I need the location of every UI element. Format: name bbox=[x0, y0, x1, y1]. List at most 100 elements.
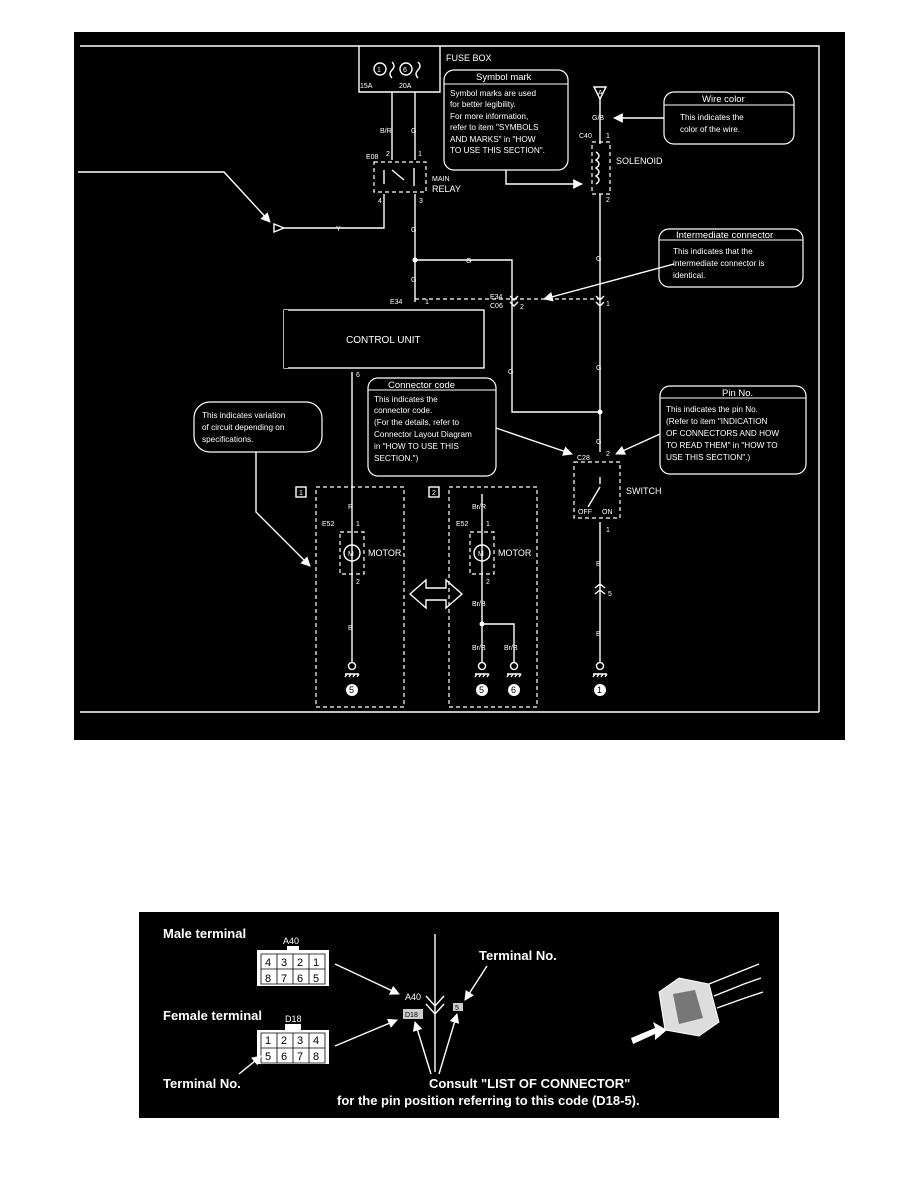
svg-text:5: 5 bbox=[313, 973, 319, 985]
svg-text:4: 4 bbox=[265, 957, 271, 969]
pin-box: 5 bbox=[455, 1005, 459, 1012]
wire-color-br: B/R bbox=[380, 128, 392, 135]
variant2-wire-left: Br/B bbox=[472, 645, 486, 652]
male-connector-code: A40 bbox=[283, 936, 299, 946]
terminal-no-bottom-label: Terminal No. bbox=[163, 1076, 241, 1091]
svg-text:For more information,: For more information, bbox=[450, 112, 528, 121]
intermediate-pin2: 2 bbox=[520, 304, 524, 311]
svg-text:of circuit depending on: of circuit depending on bbox=[202, 423, 285, 432]
male-connector: 4 3 2 1 8 7 6 5 bbox=[257, 946, 329, 986]
switch: C28 2 OFF ON SWITCH 1 B 5 B 1 bbox=[573, 451, 662, 696]
svg-text:refer to item "SYMBOLS: refer to item "SYMBOLS bbox=[450, 123, 539, 132]
variant2-wire-top: Br/R bbox=[472, 504, 486, 511]
svg-text:in "HOW TO USE THIS: in "HOW TO USE THIS bbox=[374, 442, 459, 451]
solenoid-code: C40 bbox=[579, 133, 592, 140]
relay-pin3: 3 bbox=[419, 198, 423, 205]
svg-text:This indicates that the: This indicates that the bbox=[673, 247, 753, 256]
switch-code: C28 bbox=[577, 455, 590, 462]
control-unit-label: CONTROL UNIT bbox=[346, 335, 421, 346]
solenoid-pin1: 1 bbox=[606, 133, 610, 140]
variant1-ground: 5 bbox=[349, 685, 354, 695]
callout-symbol-mark: Symbol mark Symbol marks are used for be… bbox=[443, 69, 583, 189]
svg-text:This indicates the pin No.: This indicates the pin No. bbox=[666, 405, 758, 414]
relay-label-main: MAIN bbox=[432, 176, 450, 183]
fuse1-amperage: 15A bbox=[360, 83, 373, 90]
svg-text:Symbol marks are used: Symbol marks are used bbox=[450, 89, 536, 98]
variant2-wire-right: Br/B bbox=[504, 645, 518, 652]
svg-text:7: 7 bbox=[297, 1051, 303, 1063]
svg-text:intermediate connector is: intermediate connector is bbox=[673, 259, 764, 268]
callout-variation: This indicates variation of circuit depe… bbox=[193, 401, 323, 567]
switch-label: SWITCH bbox=[626, 486, 662, 496]
callout-intermediate-connector: Intermediate connector This indicates th… bbox=[543, 228, 804, 302]
svg-text:7: 7 bbox=[281, 973, 287, 985]
wire-b-right1: B bbox=[596, 561, 601, 568]
wire-g-vertical: G bbox=[508, 369, 513, 376]
control-unit-connector-code: E34 bbox=[390, 299, 403, 306]
connector-symbol: A40 D18 5 bbox=[403, 934, 463, 1072]
fuse-box: 1 6 15A 20A FUSE BOX bbox=[358, 46, 492, 93]
variant1-pin1: 1 bbox=[356, 521, 360, 528]
callout-intermediate-title: Intermediate connector bbox=[676, 230, 773, 241]
control-unit: E34 1 CONTROL UNIT 6 bbox=[283, 299, 485, 379]
control-unit-pin6: 6 bbox=[356, 372, 360, 379]
relay-pin1: 1 bbox=[418, 151, 422, 158]
wire-color-y: Y bbox=[336, 226, 341, 233]
svg-text:Connector Layout Diagram: Connector Layout Diagram bbox=[374, 430, 472, 439]
callout-pin-no: Pin No. This indicates the pin No. (Refe… bbox=[615, 385, 807, 475]
svg-text:8: 8 bbox=[265, 973, 271, 985]
female-terminal-label: Female terminal bbox=[163, 1008, 262, 1023]
variant1-pin2: 2 bbox=[356, 579, 360, 586]
wire-color-g2: G bbox=[411, 277, 416, 284]
switch-on: ON bbox=[602, 509, 613, 516]
svg-text:5: 5 bbox=[265, 1051, 271, 1063]
intermediate-code: E34 bbox=[490, 294, 503, 301]
svg-text:6: 6 bbox=[281, 1051, 287, 1063]
callout-connector-title: Connector code bbox=[388, 380, 455, 391]
wire-g-right2: G bbox=[596, 365, 601, 372]
relay-label-relay: RELAY bbox=[432, 184, 461, 194]
callout-wire-color-title: Wire color bbox=[702, 94, 745, 105]
variant2-wire-mid: Br/B bbox=[472, 601, 486, 608]
switch-ground-number: 1 bbox=[597, 685, 602, 695]
intermediate-pin1: 1 bbox=[606, 301, 610, 308]
female-connector: 1 2 3 4 5 6 7 8 bbox=[257, 1024, 329, 1064]
wire-color-g1: G bbox=[411, 227, 416, 234]
connector-legend: Male terminal A40 4 3 2 1 8 7 6 5 Female… bbox=[139, 912, 779, 1118]
solenoid-label: SOLENOID bbox=[616, 156, 663, 166]
relay-code: E08 bbox=[366, 154, 379, 161]
wire-b-right2: B bbox=[596, 631, 601, 638]
wire-g-right3: G bbox=[596, 439, 601, 446]
callout-wire-color: Wire color This indicates the color of t… bbox=[613, 91, 795, 145]
svg-text:1: 1 bbox=[313, 957, 319, 969]
svg-text:connector code.: connector code. bbox=[374, 406, 432, 415]
svg-text:(Refer to item "INDICATION: (Refer to item "INDICATION bbox=[666, 417, 768, 426]
svg-text:identical.: identical. bbox=[673, 271, 705, 280]
variant2-number: 2 bbox=[432, 490, 436, 497]
svg-text:(For the details, refer to: (For the details, refer to bbox=[374, 418, 460, 427]
switch-off: OFF bbox=[578, 509, 592, 516]
svg-text:specifications.: specifications. bbox=[202, 435, 253, 444]
svg-text:TO USE THIS SECTION".: TO USE THIS SECTION". bbox=[450, 146, 545, 155]
switch-pin1: 1 bbox=[606, 527, 610, 534]
variant1-number: 1 bbox=[299, 490, 303, 497]
callout-pin-title: Pin No. bbox=[722, 388, 753, 399]
svg-text:2: 2 bbox=[281, 1035, 287, 1047]
fuse-box-label: FUSE BOX bbox=[446, 53, 492, 63]
wire-color-g-top: G bbox=[411, 128, 416, 135]
variant2-ground-right: 6 bbox=[511, 685, 516, 695]
svg-text:8: 8 bbox=[313, 1051, 319, 1063]
svg-text:This indicates the: This indicates the bbox=[680, 113, 744, 122]
connector-plug-illustration bbox=[631, 963, 764, 1044]
consult-line1: Consult "LIST OF CONNECTOR" bbox=[429, 1076, 630, 1091]
svg-text:3: 3 bbox=[297, 1035, 303, 1047]
svg-text:2: 2 bbox=[297, 957, 303, 969]
svg-text:1: 1 bbox=[265, 1035, 271, 1047]
svg-text:color of the wire.: color of the wire. bbox=[680, 125, 740, 134]
callout-connector-code: Connector code This indicates the connec… bbox=[367, 377, 573, 477]
male-terminal-label: Male terminal bbox=[163, 926, 246, 941]
code-box: D18 bbox=[405, 1012, 418, 1019]
fuse2-number: 6 bbox=[403, 67, 407, 74]
svg-text:SECTION."): SECTION.") bbox=[374, 454, 419, 463]
variant-2-circuit: 2 Br/R E52 1 M MOTOR 2 Br/B Br/B Br/B 5 … bbox=[428, 486, 538, 708]
